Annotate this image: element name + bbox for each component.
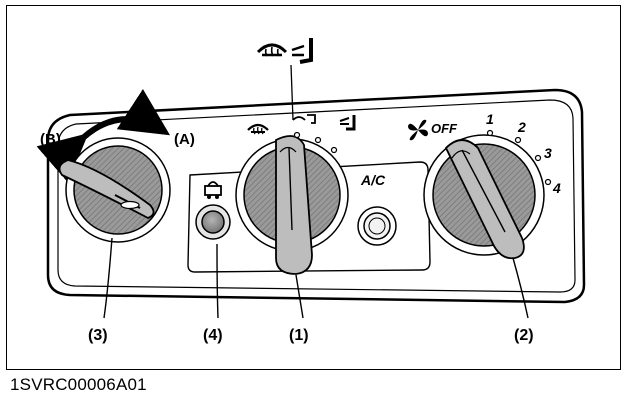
direction-a-label: (A) [174,131,195,148]
ac-label: A/C [360,172,386,188]
face-foot-icon [339,115,356,131]
fan-speed-4-label: 4 [552,180,561,196]
callout-3: (3) [88,327,108,344]
fan-speed-dial[interactable] [423,134,545,260]
air-intake-button[interactable] [195,204,231,240]
fan-icon [408,119,428,141]
recirculation-icon [204,181,222,199]
fan-speed-1-label: 1 [486,111,494,127]
callout-leaders [103,237,529,319]
mode-indicator-icon [256,38,313,64]
callout-1: (1) [289,327,309,344]
ac-button[interactable] [357,206,397,246]
fan-speed-2-label: 2 [517,119,526,135]
mode-indicator-leader [290,64,294,121]
direction-b-label: (B) [40,131,61,148]
air-mode-dial-knob[interactable] [275,135,313,275]
callout-4: (4) [203,327,223,344]
fan-speed-dial-knob[interactable] [444,139,525,260]
figure-caption: 1SVRC00006A01 [10,375,147,394]
fan-speed-3-label: 3 [544,145,552,161]
defrost-foot-icon [292,114,316,124]
fan-tick-marks [486,129,552,186]
fan-off-label: OFF [431,121,458,136]
mode-tick-marks [293,131,338,154]
rotation-arrow [36,88,171,183]
callout-2: (2) [514,327,534,344]
defrost-icon [247,123,269,135]
temperature-dial[interactable] [58,137,171,243]
air-mode-dial[interactable] [235,135,349,275]
